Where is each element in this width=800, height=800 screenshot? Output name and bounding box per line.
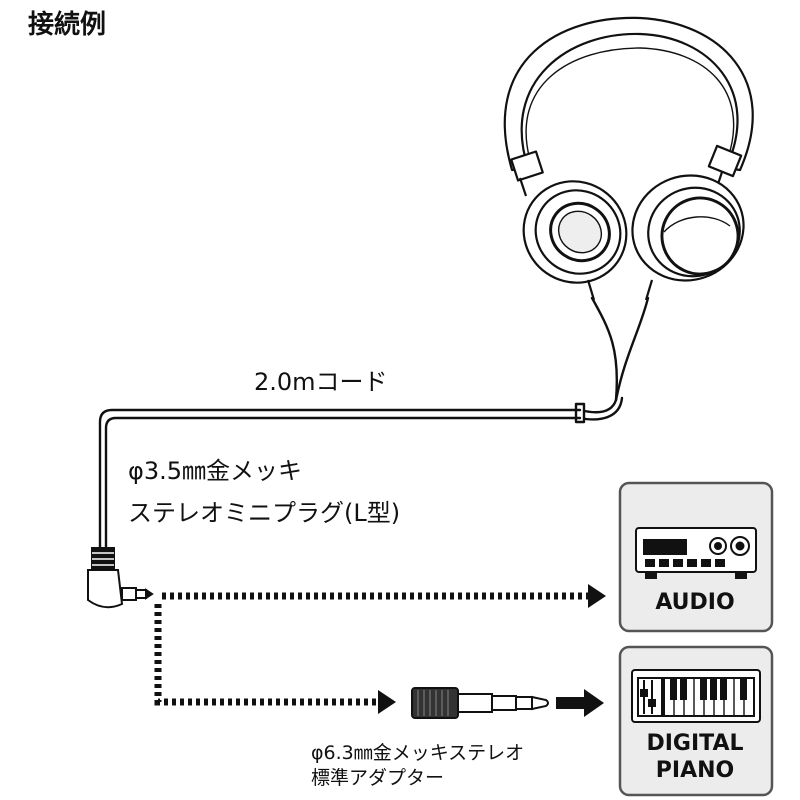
adapter-to-piano-arrow (556, 689, 604, 717)
adapter-label-line1: φ6.3㎜金メッキステレオ (311, 742, 525, 764)
audio-device-label: AUDIO (655, 590, 735, 615)
digital-piano-label-line1: DIGITAL (646, 731, 744, 756)
cord-length-label: 2.0mコード (254, 368, 388, 396)
keyboard-icon (631, 669, 761, 723)
headphones-icon (503, 16, 754, 301)
audio-amplifier-icon (635, 527, 757, 579)
plug-label-line2: ステレオミニプラグ(L型) (128, 499, 401, 527)
plug-label-line1: φ3.5㎜金メッキ (128, 457, 302, 485)
headphone-cable (98, 296, 650, 552)
connection-paths (154, 592, 588, 706)
connection-arrowheads (378, 584, 606, 714)
adapter-label-line2: 標準アダプター (311, 767, 445, 789)
page-title: 接続例 (28, 10, 107, 40)
adapter-icon (411, 687, 549, 719)
l-shaped-plug-icon (87, 547, 154, 609)
digital-piano-label-line2: PIANO (655, 758, 735, 783)
